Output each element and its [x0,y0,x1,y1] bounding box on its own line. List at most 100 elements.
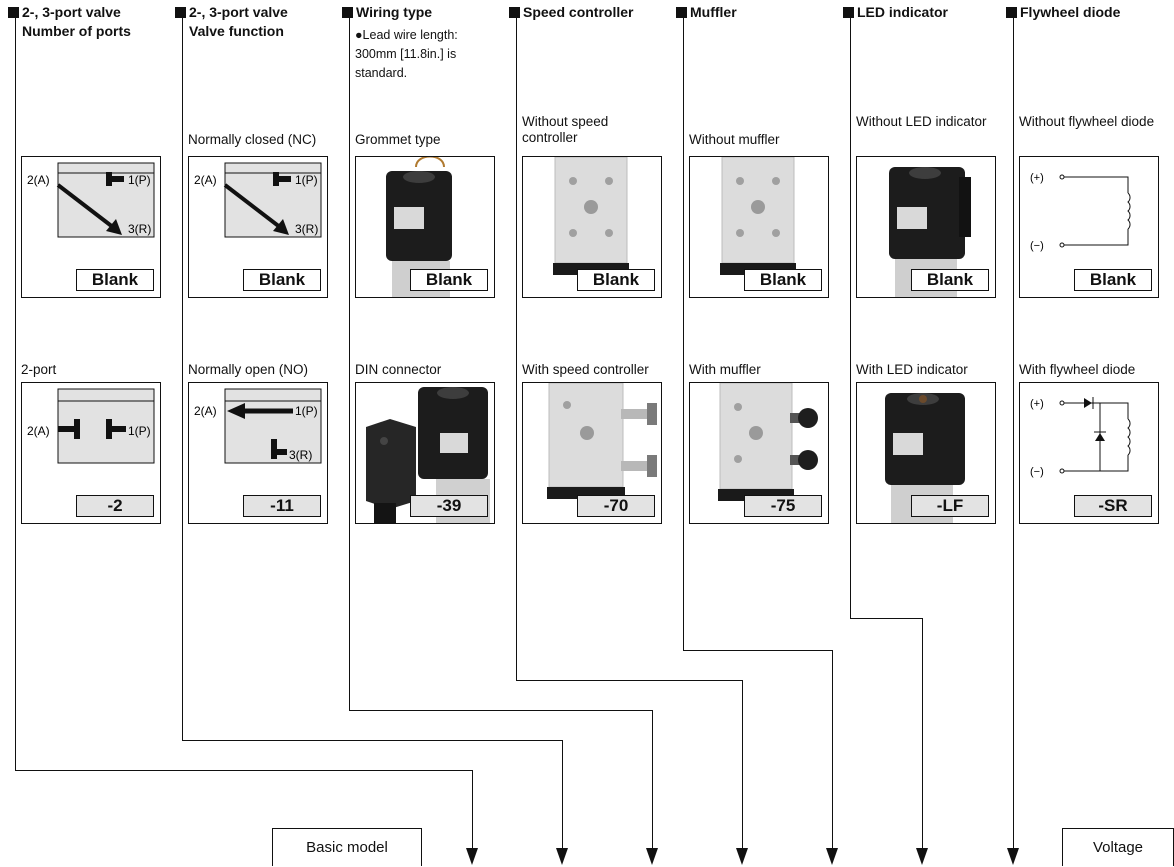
header-muffler: Muffler [676,3,737,22]
option-label: Without LED indicator [856,114,987,129]
code-badge: Blank [744,269,822,291]
option-label: With LED indicator [856,362,968,377]
option-label: 2-port [21,362,57,377]
wire-wiring-v [652,710,653,850]
option-label: Without flywheel diode [1019,114,1155,129]
code-badge: Blank [243,269,321,291]
option-label: Grommet type [355,132,441,147]
option-label: With flywheel diode [1019,362,1136,377]
svg-text:3(R): 3(R) [295,222,318,236]
svg-text:2(A): 2(A) [194,404,217,418]
wire-muffler [683,10,684,650]
arrow-down-icon [916,848,928,865]
option-speed[interactable]: -70 [522,382,662,524]
option-no-muffler[interactable]: Blank [689,156,829,298]
option-diode[interactable]: (+) (−) -SR [1019,382,1159,524]
svg-text:2(A): 2(A) [194,173,217,187]
option-nc[interactable]: 2(A) 1(P) 3(R) Blank [188,156,328,298]
svg-text:3(R): 3(R) [128,222,151,236]
wire-led-h [850,618,922,619]
grommet-coil-photo [386,157,452,297]
option-muffler[interactable]: -75 [689,382,829,524]
code-badge: Blank [410,269,488,291]
code-badge: -70 [577,495,655,517]
svg-text:1(P): 1(P) [128,173,151,187]
wire-ports-h [15,770,472,771]
header-square-icon [175,7,186,18]
header-square-icon [342,7,353,18]
valve-no-symbol: 2(A) 1(P) 3(R) [194,388,322,464]
option-din[interactable]: -39 [355,382,495,524]
header-led: LED indicator [843,3,948,22]
svg-text:1(P): 1(P) [295,404,318,418]
voltage-box: Voltage [1062,828,1174,866]
header-speed: Speed controller [509,3,633,22]
option-label: With speed controller [522,362,649,377]
option-no[interactable]: 2(A) 1(P) 3(R) -11 [188,382,328,524]
valve-2port-symbol: 2(A) 1(P) [27,388,155,464]
basic-model-box: Basic model [272,828,422,866]
header-square-icon [843,7,854,18]
code-badge: -2 [76,495,154,517]
header-ports: 2-, 3-port valve Number of ports [8,3,131,41]
code-badge: Blank [577,269,655,291]
code-badge: -LF [911,495,989,517]
arrow-down-icon [1007,848,1019,865]
svg-text:(+): (+) [1030,172,1044,184]
wire-led [850,10,851,618]
valve-speed-controller-photo [547,383,657,499]
option-no-led[interactable]: Blank [856,156,996,298]
wire-wiring [349,10,350,710]
valve-nc-symbol: 2(A) 1(P) 3(R) [194,162,322,238]
option-no-speed[interactable]: Blank [522,156,662,298]
flywheel-diode-circuit-diagram: (+) (−) [1030,397,1131,478]
svg-text:(−): (−) [1030,466,1044,478]
code-badge: -39 [410,495,488,517]
svg-text:3(R): 3(R) [289,448,312,462]
wire-ports-v [472,770,473,850]
option-label: DIN connector [355,362,442,377]
svg-text:1(P): 1(P) [295,173,318,187]
option-2port[interactable]: 2(A) 1(P) -2 [21,382,161,524]
wire-led-v [922,618,923,850]
option-label: Normally closed (NC) [188,132,317,147]
option-label: Without muffler [689,132,780,147]
option-label: With muffler [689,362,761,377]
header-diode: Flywheel diode [1006,3,1120,22]
code-badge: -11 [243,495,321,517]
header-square-icon [509,7,520,18]
option-3port[interactable]: 2(A) 1(P) 3(R) Blank [21,156,161,298]
code-badge: Blank [1074,269,1152,291]
option-no-diode[interactable]: (+) (−) Blank [1019,156,1159,298]
lead-wire-note: ●Lead wire length: 300mm [11.8in.] is st… [355,28,458,80]
wire-function [182,10,183,740]
option-grommet[interactable]: Blank [355,156,495,298]
svg-text:(−): (−) [1030,240,1044,252]
header-function: 2-, 3-port valve Valve function [175,3,288,41]
code-badge: -SR [1074,495,1152,517]
wire-muffler-h [683,650,832,651]
valve-muffler-photo [718,383,818,501]
header-wiring: Wiring type [342,3,432,22]
header-square-icon [1006,7,1017,18]
wire-function-h [182,740,562,741]
wire-muffler-v [832,650,833,850]
wire-ports [15,10,16,770]
wire-diode [1013,10,1014,850]
wire-function-v [562,740,563,850]
header-square-icon [676,7,687,18]
coil-circuit-diagram: (+) (−) [1030,172,1131,252]
arrow-down-icon [646,848,658,865]
svg-text:1(P): 1(P) [128,424,151,438]
svg-text:(+): (+) [1030,398,1044,410]
option-label: Without speed controller [522,114,609,145]
wire-speed-v [742,680,743,850]
arrow-down-icon [466,848,478,865]
option-led[interactable]: -LF [856,382,996,524]
code-badge: Blank [76,269,154,291]
code-badge: -75 [744,495,822,517]
header-square-icon [8,7,19,18]
wire-wiring-h [349,710,652,711]
valve-body-photo [553,157,629,275]
code-badge: Blank [911,269,989,291]
